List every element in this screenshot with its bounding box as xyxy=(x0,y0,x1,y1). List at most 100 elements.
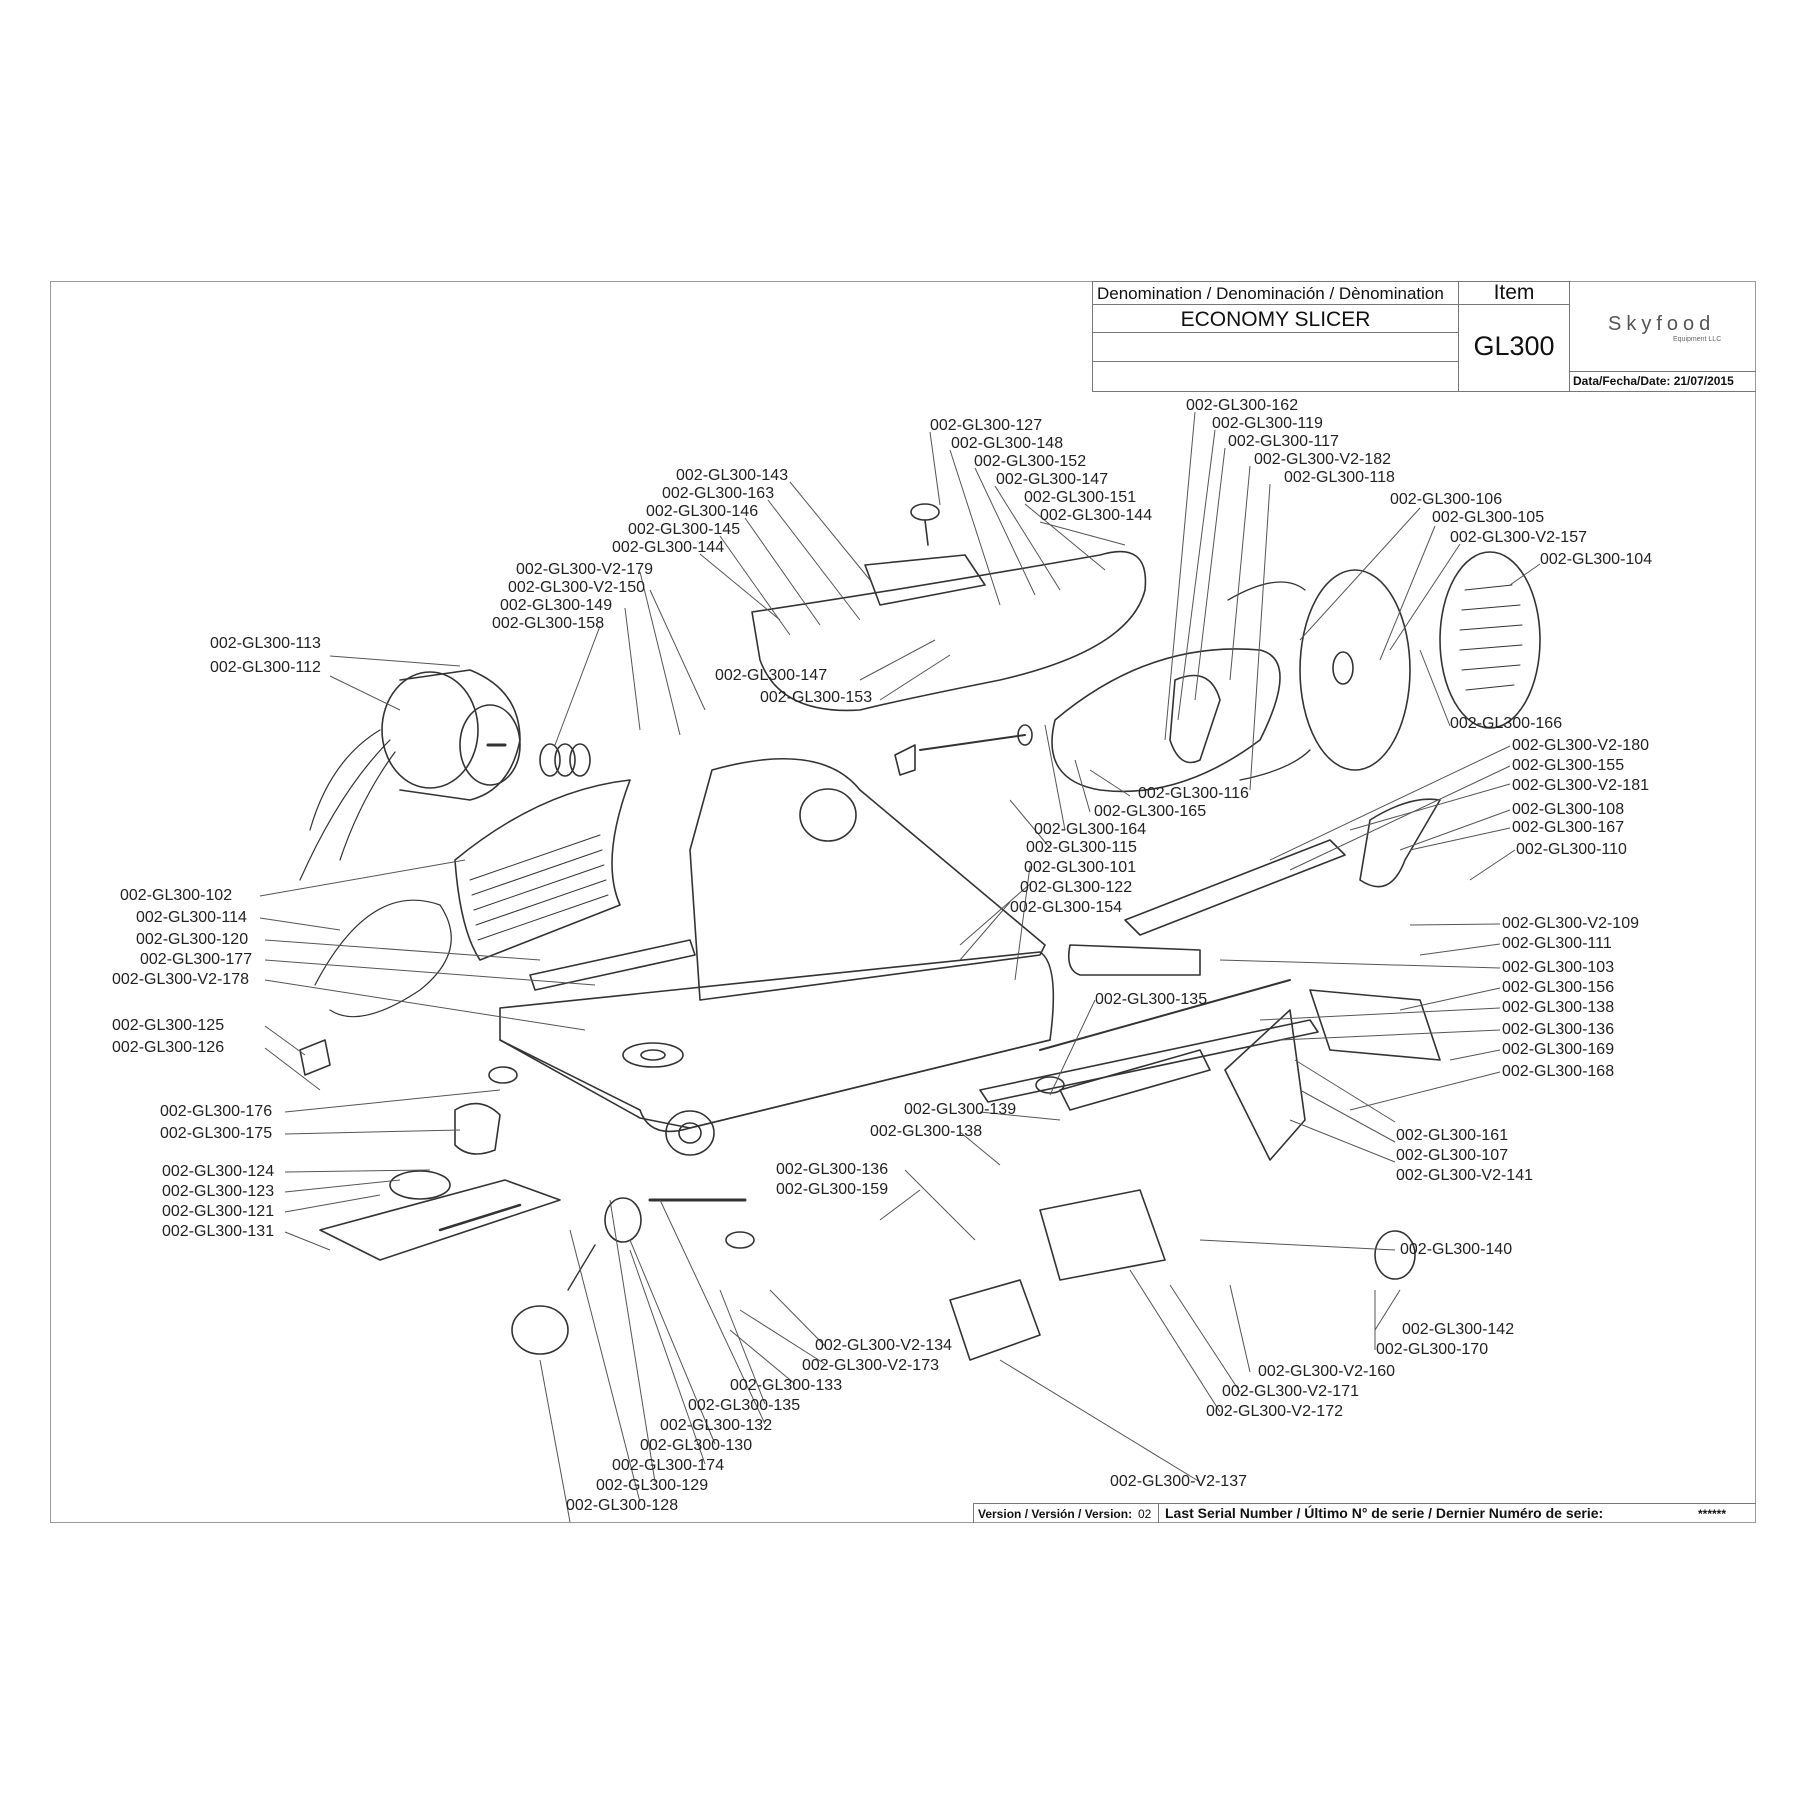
part-label: 002-GL300-130 xyxy=(640,1437,753,1454)
part-label: 002-GL300-151 xyxy=(1024,489,1137,506)
version-label: Version / Versión / Version: xyxy=(978,1507,1133,1521)
feed-knob-base xyxy=(622,1042,684,1068)
carriage-arm-bracket xyxy=(1224,1009,1306,1161)
part-label: 002-GL300-101 xyxy=(1024,859,1137,876)
part-label: 002-GL300-136 xyxy=(1502,1021,1615,1038)
carriage-bar xyxy=(979,1019,1319,1103)
part-label: 002-GL300-155 xyxy=(1512,757,1625,774)
item-value: GL300 xyxy=(1473,331,1555,361)
knob-handle xyxy=(894,744,916,776)
part-label: 002-GL300-126 xyxy=(112,1039,225,1056)
part-label: 002-GL300-V2-181 xyxy=(1512,777,1649,794)
carriage-bracket xyxy=(1309,989,1441,1061)
power-cable xyxy=(314,899,452,1018)
part-label: 002-GL300-121 xyxy=(162,1203,275,1220)
serial-label: Last Serial Number / Último N° de serie … xyxy=(1165,1505,1604,1521)
body-round-cap xyxy=(665,1110,715,1156)
part-label: 002-GL300-138 xyxy=(870,1123,983,1140)
part-label: 002-GL300-140 xyxy=(1400,1241,1513,1258)
part-label: 002-GL300-V2-137 xyxy=(1110,1473,1247,1490)
serial-value: ****** xyxy=(1698,1507,1727,1521)
indicator-lamp xyxy=(389,1170,451,1200)
part-label: 002-GL300-V2-173 xyxy=(802,1357,939,1374)
switch xyxy=(454,1102,501,1155)
denomination-value: ECONOMY SLICER xyxy=(1180,308,1371,331)
part-label: 002-GL300-144 xyxy=(612,539,725,556)
product-tray xyxy=(454,779,631,961)
carriage-guide xyxy=(1039,1189,1166,1281)
blade-cover xyxy=(1439,551,1541,729)
pulley xyxy=(539,743,591,777)
date-cell xyxy=(1569,371,1756,392)
part-label: 002-GL300-105 xyxy=(1432,509,1545,526)
body-knob-seat xyxy=(799,788,857,842)
part-label: 002-GL300-164 xyxy=(1034,821,1147,838)
part-label: 002-GL300-170 xyxy=(1376,1341,1489,1358)
version-value: 02 xyxy=(1138,1507,1152,1521)
part-label: 002-GL300-119 xyxy=(1212,415,1323,432)
part-label: 002-GL300-153 xyxy=(760,689,873,706)
switch-box xyxy=(949,1279,1041,1361)
part-label: 002-GL300-128 xyxy=(566,1497,679,1514)
part-label: 002-GL300-147 xyxy=(996,471,1109,488)
part-label: 002-GL300-168 xyxy=(1502,1063,1615,1080)
tension-rod xyxy=(919,734,1026,751)
part-label: 002-GL300-167 xyxy=(1512,819,1625,836)
part-label: 002-GL300-165 xyxy=(1094,803,1207,820)
blade-group-outline xyxy=(1051,648,1281,793)
part-label: 002-GL300-146 xyxy=(646,503,759,520)
part-label: 002-GL300-147 xyxy=(715,667,828,684)
part-label: 002-GL300-118 xyxy=(1284,469,1395,486)
pusher-knob xyxy=(1374,1230,1416,1280)
blade-hub xyxy=(1169,674,1221,764)
thickness-knob xyxy=(511,1305,569,1355)
part-label: 002-GL300-133 xyxy=(730,1377,843,1394)
part-label: 002-GL300-104 xyxy=(1540,551,1653,568)
part-label: 002-GL300-139 xyxy=(904,1101,1017,1118)
drawing-frame xyxy=(50,281,1756,1523)
part-label: 002-GL300-V2-179 xyxy=(516,561,653,578)
part-label: 002-GL300-107 xyxy=(1396,1147,1509,1164)
part-label: 002-GL300-108 xyxy=(1512,801,1625,818)
part-label: 002-GL300-142 xyxy=(1402,1321,1515,1338)
part-label: 002-GL300-114 xyxy=(136,909,247,926)
part-label: 002-GL300-V2-134 xyxy=(815,1337,952,1354)
part-label: 002-GL300-176 xyxy=(160,1103,273,1120)
part-label: 002-GL300-161 xyxy=(1396,1127,1509,1144)
part-label: 002-GL300-112 xyxy=(210,659,321,676)
part-label: 002-GL300-177 xyxy=(140,951,253,968)
part-label: 002-GL300-148 xyxy=(951,435,1064,452)
part-label: 002-GL300-V2-171 xyxy=(1222,1383,1359,1400)
part-label: 002-GL300-123 xyxy=(162,1183,275,1200)
sharpener-group-outline xyxy=(751,550,1147,712)
foot xyxy=(725,1231,755,1249)
body-base-edge xyxy=(499,1039,1051,1129)
part-label: 002-GL300-122 xyxy=(1020,879,1133,896)
drawing-date: Data/Fecha/Date: 21/07/2015 xyxy=(1573,374,1734,388)
part-label: 002-GL300-110 xyxy=(1516,841,1627,858)
feed-knob xyxy=(604,1197,642,1243)
bottom-tray xyxy=(319,1179,561,1261)
part-label: 002-GL300-135 xyxy=(1095,991,1208,1008)
part-label: 002-GL300-136 xyxy=(776,1161,889,1178)
part-label: 002-GL300-125 xyxy=(112,1017,225,1034)
part-label: 002-GL300-106 xyxy=(1390,491,1503,508)
part-label: 002-GL300-132 xyxy=(660,1417,773,1434)
part-label: 002-GL300-131 xyxy=(162,1223,275,1240)
part-label: 002-GL300-174 xyxy=(612,1457,725,1474)
blade-disc xyxy=(1299,569,1411,771)
part-label: 002-GL300-143 xyxy=(676,467,789,484)
part-label: 002-GL300-135 xyxy=(688,1397,801,1414)
foot xyxy=(1035,1076,1065,1094)
part-label: 002-GL300-127 xyxy=(930,417,1043,434)
item-header: Item xyxy=(1493,281,1535,304)
slicer-body-tower xyxy=(689,757,1046,1001)
part-label: 002-GL300-V2-150 xyxy=(508,579,645,596)
part-label: 002-GL300-138 xyxy=(1502,999,1615,1016)
denomination-header: Denomination / Denominación / Dènominati… xyxy=(1097,284,1444,303)
part-label: 002-GL300-166 xyxy=(1450,715,1563,732)
part-label: 002-GL300-V2-160 xyxy=(1258,1363,1395,1380)
motor-wires xyxy=(299,729,396,881)
part-label: 002-GL300-116 xyxy=(1138,785,1249,802)
